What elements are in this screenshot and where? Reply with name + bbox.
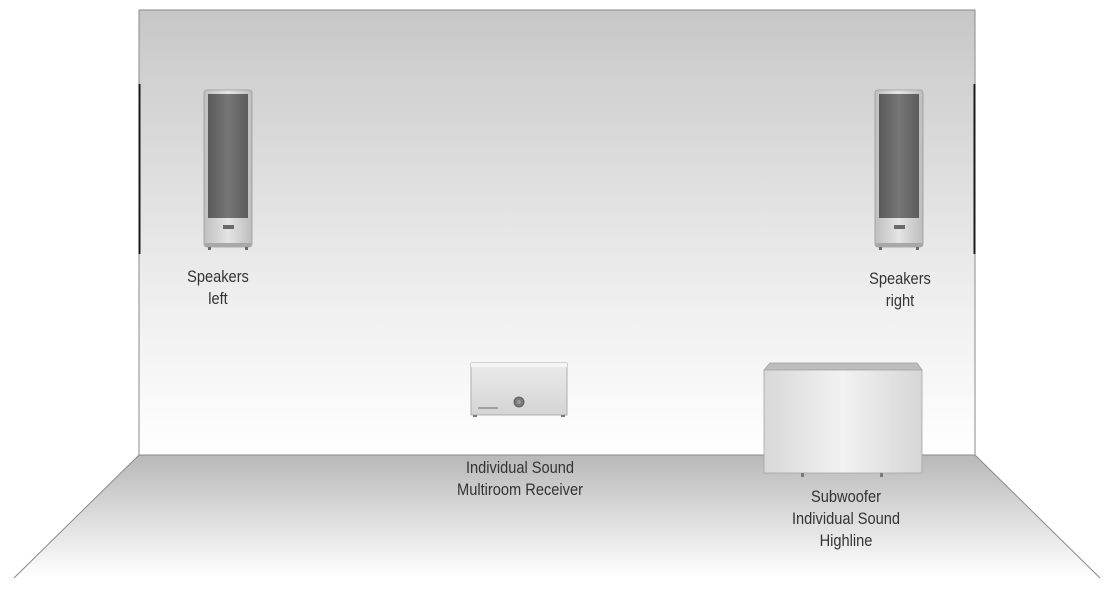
speaker-left-label-line2: left [208, 289, 228, 308]
speaker-right-label-line2: right [885, 291, 915, 310]
speaker-left-label-line1: Speakers [187, 267, 249, 286]
speaker-right-grille [879, 94, 919, 218]
receiver-label-line1: Individual Sound [465, 458, 575, 477]
speaker-right-label-line1: Speakers [869, 269, 931, 288]
speaker-left [203, 89, 253, 250]
receiver-label-line2: Multiroom Receiver [457, 480, 583, 499]
speaker-right [874, 89, 924, 250]
speaker-left-grille [208, 94, 248, 218]
subwoofer-device [763, 362, 923, 477]
receiver-label: Individual Sound Multiroom Receiver [417, 457, 623, 501]
floor [14, 455, 1100, 578]
subwoofer-label-line2: Individual Sound [791, 509, 901, 528]
speaker-right-label: Speakers right [853, 268, 948, 312]
subwoofer-label-line1: Subwoofer [811, 487, 881, 506]
speaker-left-logo-plate [223, 225, 234, 229]
floor-right-edge [974, 454, 1101, 579]
speaker-right-logo-plate [894, 225, 905, 229]
receiver-device [470, 362, 568, 417]
subwoofer-label-line3: Highline [819, 531, 873, 550]
subwoofer-label: Subwoofer Individual Sound Highline [777, 486, 915, 552]
floor-left-edge [13, 454, 140, 579]
speaker-left-label: Speakers left [171, 266, 266, 310]
